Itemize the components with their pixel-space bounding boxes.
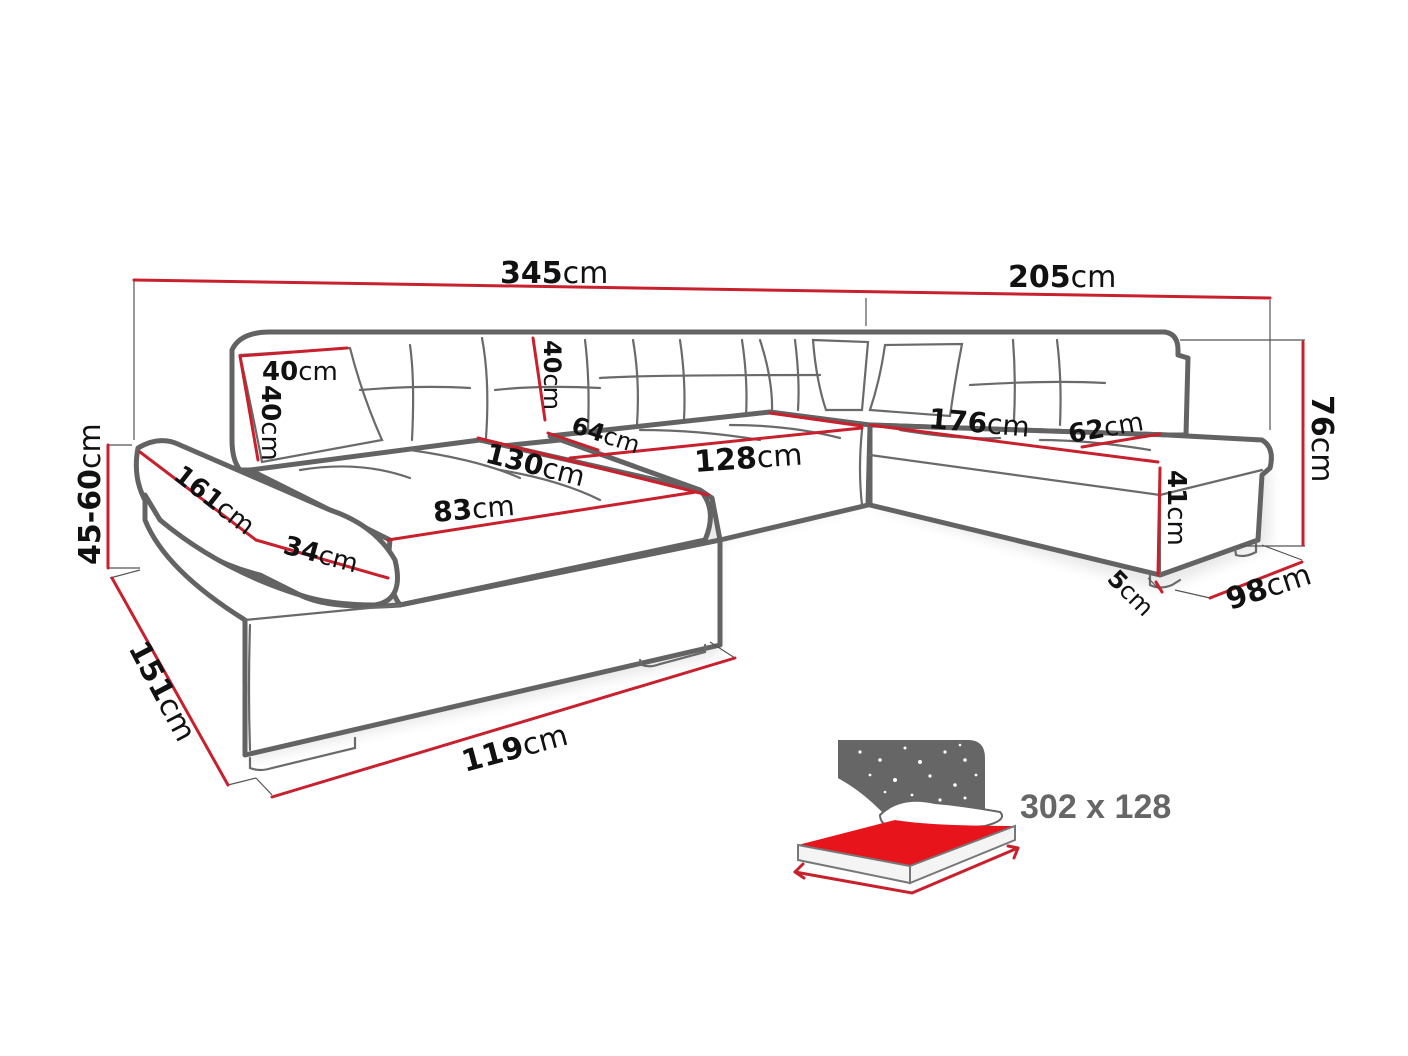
sofa-foot — [1233, 538, 1258, 558]
bed-size-arrow — [793, 846, 1020, 895]
label-left-height: 45-60cm — [73, 423, 108, 565]
dim-line-151 — [110, 576, 230, 787]
label-seat-height: 41cm — [1161, 470, 1191, 546]
dim-line-128-top — [768, 411, 864, 428]
dim-line-pillow-h — [238, 354, 260, 462]
sleeping-area-label: 302 x 128 — [1020, 788, 1171, 826]
bed-with-night-sky-icon — [793, 740, 1020, 895]
label-total-width: 345cm — [500, 256, 608, 291]
label-pillow-width: 40cm — [262, 357, 338, 387]
dim-line-62 — [1080, 432, 1162, 449]
label-middle-width: 128cm — [693, 438, 804, 480]
dim-line-83 — [386, 490, 698, 542]
label-right-depth: 98cm — [1222, 557, 1316, 617]
dimension-lines — [106, 278, 1305, 799]
sofa-backrest — [229, 329, 1191, 473]
dim-line-41 — [1156, 466, 1162, 577]
dim-line-34 — [254, 538, 390, 580]
backrest-tufting — [358, 336, 1107, 442]
back-pillow-left — [811, 338, 870, 412]
label-chaise-width: 83cm — [432, 489, 516, 529]
left-pillow — [238, 346, 384, 464]
dim-line-98 — [1208, 560, 1304, 600]
sofa-foot — [248, 736, 357, 772]
label-front-width: 119cm — [458, 718, 572, 780]
back-pillow-right — [868, 342, 964, 418]
dim-line-64 — [546, 431, 600, 452]
left-base — [142, 492, 723, 758]
dim-line-130 — [476, 436, 710, 497]
dimension-labels: 345cm 205cm 76cm 45-60cm 151cm 119cm 98c… — [73, 256, 1339, 780]
label-right-seat-length: 176cm — [927, 402, 1031, 444]
dim-line-161 — [138, 450, 258, 542]
label-left-depth: 151cm — [121, 635, 203, 747]
dim-line-345 — [132, 278, 1272, 300]
label-pillow-height: 40cm — [255, 385, 285, 461]
label-backrest-height: 40cm — [538, 340, 566, 410]
label-right-width: 205cm — [1008, 260, 1116, 295]
sofa-foot — [638, 643, 707, 668]
label-right-seat-depth: 62cm — [1066, 407, 1146, 450]
label-back-height: 76cm — [1304, 395, 1339, 482]
dim-line-backrest — [531, 336, 547, 422]
label-armrest-width: 34cm — [280, 531, 361, 580]
dim-line-5 — [1154, 580, 1164, 594]
dim-line-pillow-w — [238, 346, 349, 358]
dim-line-176 — [868, 423, 1160, 464]
stars — [828, 743, 978, 807]
sofa-drawing — [133, 329, 1274, 772]
dim-line-128 — [568, 426, 864, 460]
dim-line-119 — [270, 656, 737, 799]
